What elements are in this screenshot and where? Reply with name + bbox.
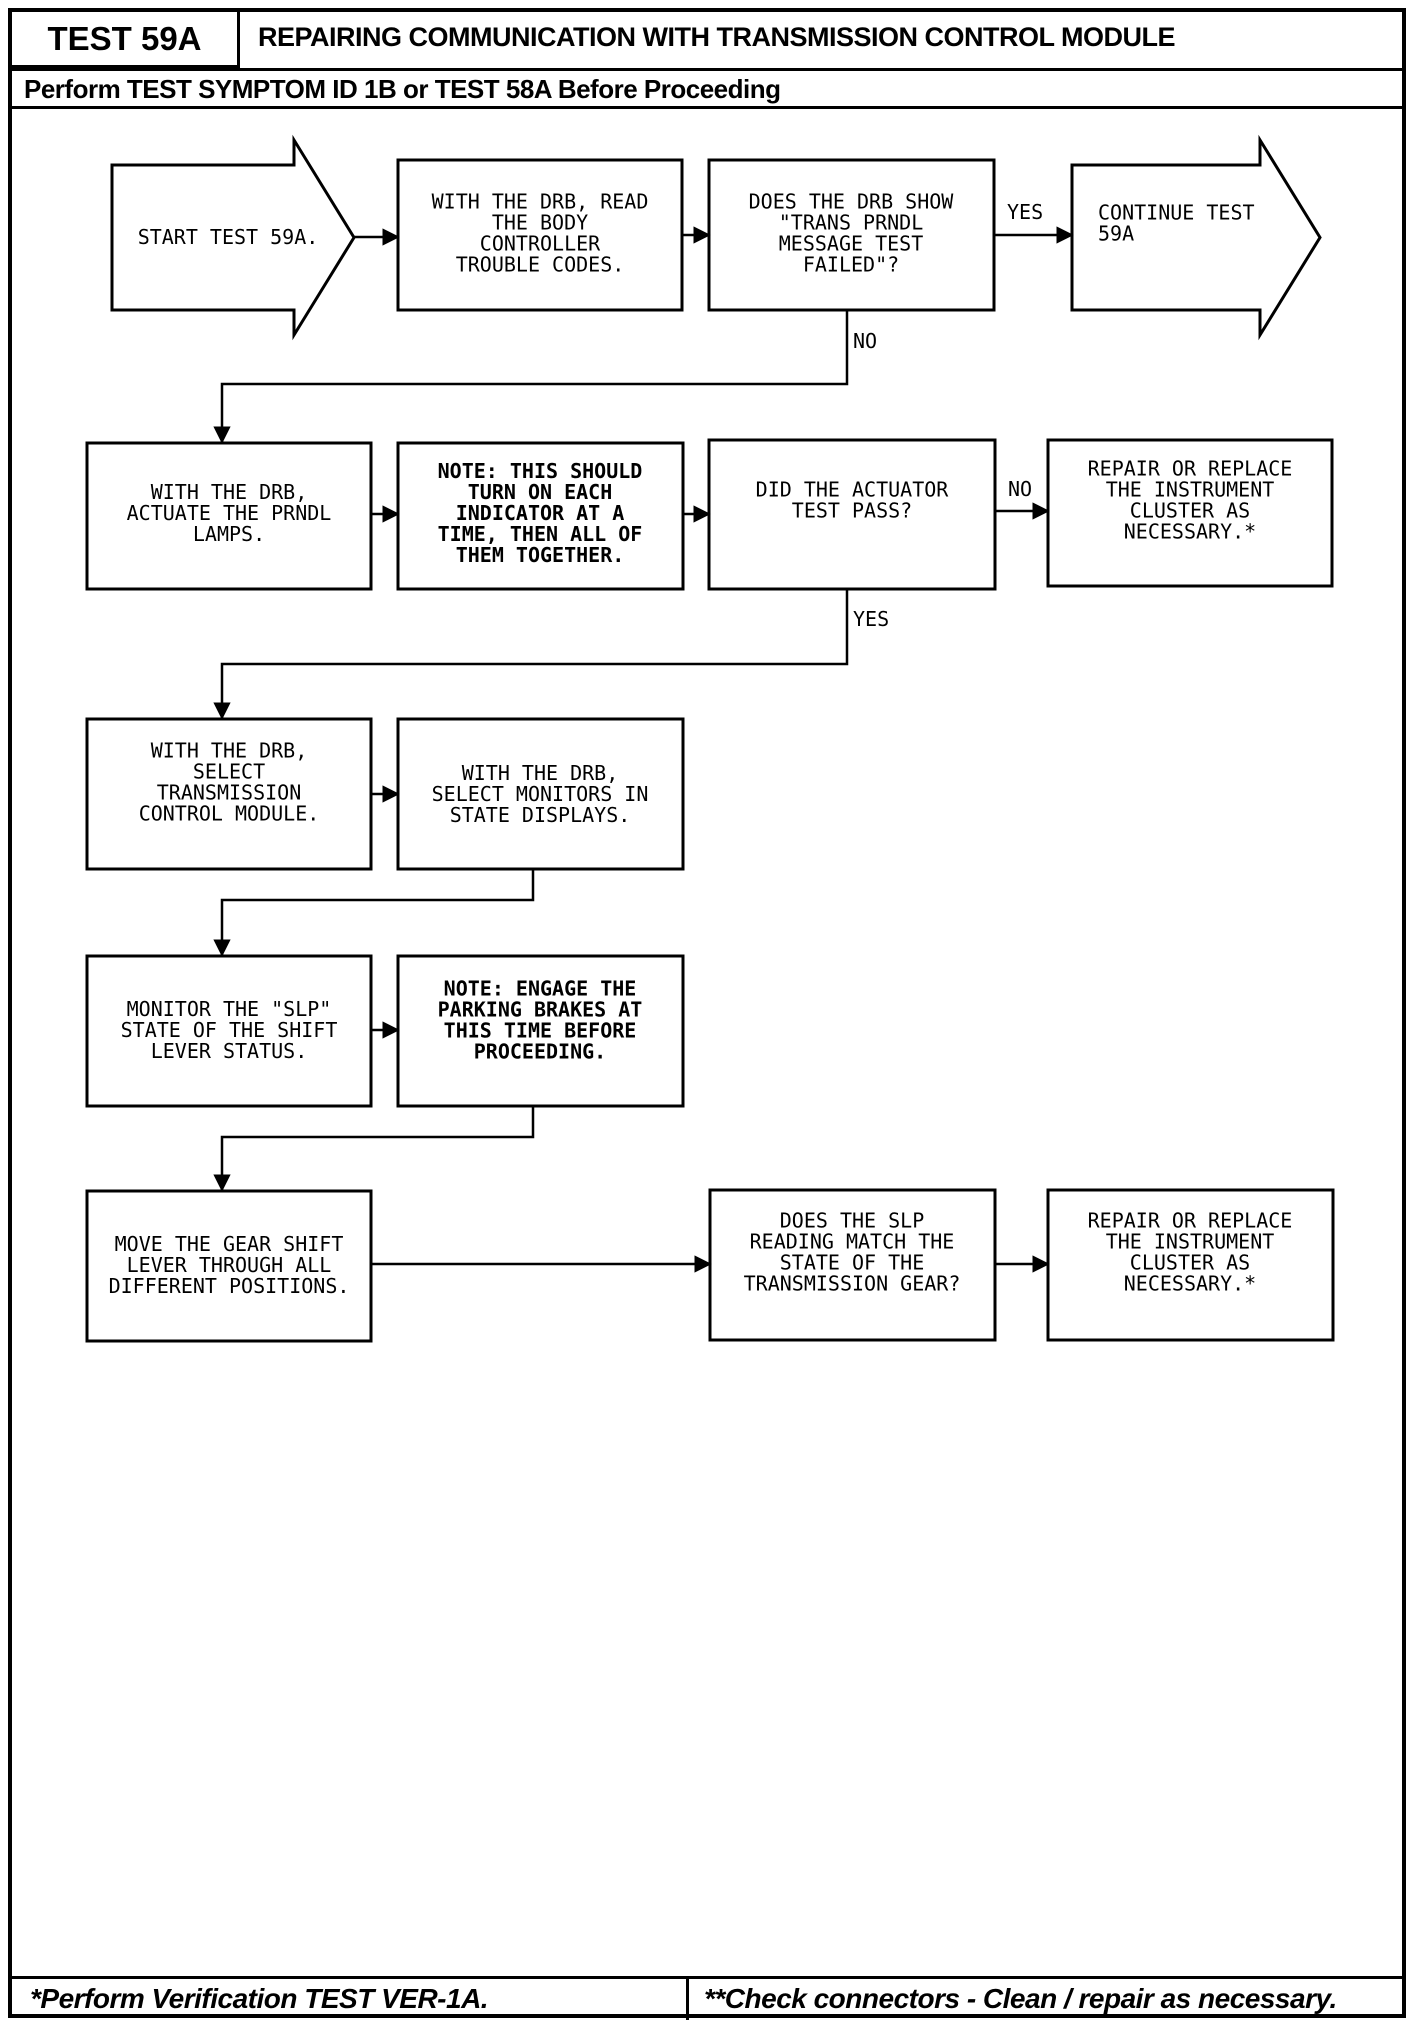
move-lever-line: MOVE THE GEAR SHIFT — [115, 1232, 344, 1256]
label-no-2: NO — [1008, 477, 1032, 501]
note-brakes-line: NOTE: ENGAGE THE — [444, 977, 637, 1001]
select-monitors-line: SELECT MONITORS IN — [432, 782, 649, 806]
monitor-slp-line: MONITOR THE "SLP" — [127, 997, 332, 1021]
repair-1-line: NECESSARY.* — [1124, 520, 1256, 544]
q-actuator-line: DID THE ACTUATOR — [756, 478, 950, 502]
header-divider-2 — [12, 106, 1406, 109]
connector-note-down — [213, 1106, 535, 1192]
read-codes-line: WITH THE DRB, READ — [432, 190, 649, 214]
connector-monitors-down — [213, 869, 535, 957]
q-slp-line: READING MATCH THE — [750, 1230, 955, 1254]
q-message-line: MESSAGE TEST — [779, 232, 924, 256]
actuate-line: WITH THE DRB, — [151, 480, 308, 504]
actuate-line: LAMPS. — [193, 522, 265, 546]
footer-separator — [686, 1976, 689, 2020]
note-indicator-line: NOTE: THIS SHOULD — [438, 459, 643, 483]
prerequisite-note: Perform TEST SYMPTOM ID 1B or TEST 58A B… — [24, 74, 781, 104]
monitor-slp-line: LEVER STATUS. — [151, 1039, 308, 1063]
header-divider — [12, 68, 1406, 71]
repair-1-line: THE INSTRUMENT — [1106, 478, 1275, 502]
continue-line: CONTINUE TEST — [1098, 201, 1255, 225]
note-indicator-line: TURN ON EACH — [468, 480, 613, 504]
move-lever-line: DIFFERENT POSITIONS. — [109, 1274, 350, 1298]
note-indicator-line: THEM TOGETHER. — [456, 543, 625, 567]
q-slp-line: TRANSMISSION GEAR? — [744, 1272, 961, 1296]
start-arrow-shape — [110, 134, 356, 341]
q-actuator-line: TEST PASS? — [792, 499, 912, 523]
repair-1-line: REPAIR OR REPLACE — [1088, 457, 1293, 481]
read-codes-line: TROUBLE CODES. — [456, 253, 625, 277]
select-monitors-line: STATE DISPLAYS. — [450, 803, 631, 827]
label-yes-2: YES — [853, 607, 889, 631]
note-indicator-line: TIME, THEN ALL OF — [438, 522, 643, 546]
repair-2-line: NECESSARY.* — [1124, 1272, 1256, 1296]
test-id: TEST 59A — [12, 12, 240, 68]
connector-yes-down — [213, 589, 849, 720]
note-indicator-line: INDICATOR AT A — [456, 501, 625, 525]
note-brakes-line: PARKING BRAKES AT — [438, 998, 643, 1022]
repair-2-line: CLUSTER AS — [1130, 1251, 1250, 1275]
q-message-line: DOES THE DRB SHOW — [749, 190, 955, 214]
select-tcm-line: WITH THE DRB, — [151, 739, 308, 763]
select-tcm-line: SELECT — [193, 760, 265, 784]
repair-1-line: CLUSTER AS — [1130, 499, 1250, 523]
q-message-line: FAILED"? — [803, 253, 899, 277]
q-slp-line: STATE OF THE — [780, 1251, 925, 1275]
continue-line: 59A — [1098, 222, 1134, 246]
footer-connector-note: **Check connectors - Clean / repair as n… — [704, 1983, 1337, 2014]
page-frame — [8, 8, 1406, 2018]
footer-verification-note: *Perform Verification TEST VER-1A. — [30, 1983, 489, 2014]
repair-2-line: THE INSTRUMENT — [1106, 1230, 1275, 1254]
select-tcm-line: TRANSMISSION — [157, 781, 302, 805]
read-codes-line: CONTROLLER — [480, 232, 601, 256]
label-yes-1: YES — [1007, 200, 1043, 224]
move-lever-line: LEVER THROUGH ALL — [127, 1253, 332, 1277]
label-no-1: NO — [853, 329, 877, 353]
q-message-line: "TRANS PRNDL — [779, 211, 924, 235]
note-brakes-line: THIS TIME BEFORE — [444, 1019, 637, 1043]
read-codes-line: THE BODY — [492, 211, 588, 235]
actuate-line: ACTUATE THE PRNDL — [127, 501, 332, 525]
select-tcm-line: CONTROL MODULE. — [139, 802, 320, 826]
footer-divider — [12, 1976, 1406, 1979]
connector-no-down — [213, 310, 849, 444]
note-brakes-line: PROCEEDING. — [474, 1040, 606, 1064]
page-title: REPAIRING COMMUNICATION WITH TRANSMISSIO… — [258, 22, 1175, 52]
repair-2-line: REPAIR OR REPLACE — [1088, 1209, 1293, 1233]
continue-arrow-shape — [1070, 134, 1322, 341]
q-slp-line: DOES THE SLP — [780, 1209, 925, 1233]
monitor-slp-line: STATE OF THE SHIFT — [121, 1018, 338, 1042]
start-line: START TEST 59A. — [138, 225, 319, 249]
select-monitors-line: WITH THE DRB, — [462, 761, 619, 785]
